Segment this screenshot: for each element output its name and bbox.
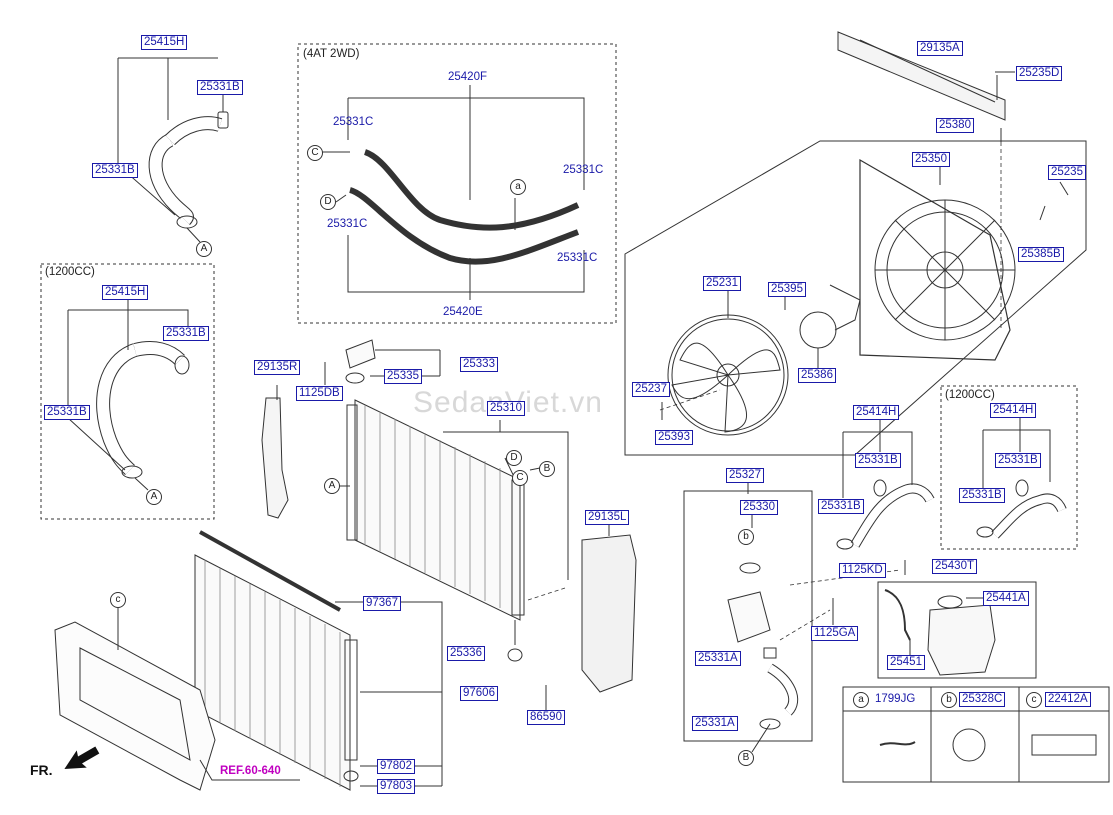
- part-25331C[interactable]: 25331C: [557, 252, 598, 264]
- part-25231[interactable]: 25231: [703, 276, 741, 291]
- reference-label[interactable]: REF.60-640: [220, 765, 281, 777]
- part-25336[interactable]: 25336: [447, 646, 485, 661]
- group-box-1200-left: [40, 263, 215, 520]
- part-25393[interactable]: 25393: [655, 430, 693, 445]
- part-86590[interactable]: 86590: [527, 710, 565, 725]
- part-25331B[interactable]: 25331B: [163, 326, 209, 341]
- callout-C: C: [512, 470, 528, 486]
- callout-D: D: [320, 194, 336, 210]
- part-25327[interactable]: 25327: [726, 468, 764, 483]
- group-box-4at: [297, 43, 617, 324]
- part-25414H[interactable]: 25414H: [990, 403, 1037, 418]
- part-25331C[interactable]: 25331C: [563, 164, 604, 176]
- part-25331B[interactable]: 25331B: [995, 453, 1041, 468]
- callout-C: C: [307, 145, 323, 161]
- part-25331A[interactable]: 25331A: [695, 651, 741, 666]
- front-direction-label: FR.: [30, 762, 53, 778]
- part-97802[interactable]: 97802: [377, 759, 415, 774]
- part-97606[interactable]: 97606: [460, 686, 498, 701]
- part-25451[interactable]: 25451: [887, 655, 925, 670]
- callout-A: A: [146, 489, 162, 505]
- part-29135A[interactable]: 29135A: [917, 41, 963, 56]
- part-25350[interactable]: 25350: [912, 152, 950, 167]
- part-97803[interactable]: 97803: [377, 779, 415, 794]
- part-25330[interactable]: 25330: [740, 500, 778, 515]
- legend-part-a[interactable]: 1799JG: [875, 693, 916, 705]
- part-25331B[interactable]: 25331B: [959, 488, 1005, 503]
- part-25420F[interactable]: 25420F: [448, 71, 488, 83]
- part-25331C[interactable]: 25331C: [333, 116, 374, 128]
- group-box-fan: [624, 140, 1087, 456]
- callout-c: c: [110, 592, 126, 608]
- part-1125GA[interactable]: 1125GA: [811, 626, 859, 641]
- part-25380[interactable]: 25380: [936, 118, 974, 133]
- legend-letter-c: c: [1026, 692, 1042, 708]
- part-1125DB[interactable]: 1125DB: [296, 386, 343, 401]
- callout-B: B: [738, 750, 754, 766]
- part-25441A[interactable]: 25441A: [983, 591, 1029, 606]
- part-25385B[interactable]: 25385B: [1018, 247, 1064, 262]
- part-25333[interactable]: 25333: [460, 357, 498, 372]
- part-25386[interactable]: 25386: [798, 368, 836, 383]
- legend-part-b[interactable]: 25328C: [959, 692, 1006, 707]
- callout-A: A: [196, 241, 212, 257]
- part-25335[interactable]: 25335: [384, 369, 422, 384]
- part-25331B[interactable]: 25331B: [818, 499, 864, 514]
- part-25331B[interactable]: 25331B: [855, 453, 901, 468]
- part-25331B[interactable]: 25331B: [197, 80, 243, 95]
- part-25331B[interactable]: 25331B: [92, 163, 138, 178]
- group-label-1200-left: (1200CC): [45, 266, 95, 278]
- part-25415H[interactable]: 25415H: [102, 285, 149, 300]
- part-25420E[interactable]: 25420E: [443, 306, 483, 318]
- callout-A: A: [324, 478, 340, 494]
- callout-b: b: [738, 529, 754, 545]
- callout-a: a: [510, 179, 526, 195]
- part-25235[interactable]: 25235: [1048, 165, 1086, 180]
- part-25310[interactable]: 25310: [487, 401, 525, 416]
- part-29135L[interactable]: 29135L: [585, 510, 630, 525]
- legend-letter-a: a: [853, 692, 869, 708]
- group-label-4at: (4AT 2WD): [303, 48, 360, 60]
- part-25415H[interactable]: 25415H: [141, 35, 188, 50]
- part-25430T[interactable]: 25430T: [932, 559, 978, 574]
- part-29135R[interactable]: 29135R: [254, 360, 301, 375]
- part-25237[interactable]: 25237: [632, 382, 670, 397]
- part-25331B[interactable]: 25331B: [44, 405, 90, 420]
- legend-letter-b: b: [941, 692, 957, 708]
- part-25235D[interactable]: 25235D: [1016, 66, 1063, 81]
- group-box-reservoir: [877, 581, 1037, 679]
- part-97367[interactable]: 97367: [363, 596, 401, 611]
- group-box-1200-right: [940, 385, 1078, 550]
- part-25331C[interactable]: 25331C: [327, 218, 368, 230]
- part-25395[interactable]: 25395: [768, 282, 806, 297]
- group-label-1200-right: (1200CC): [945, 389, 995, 401]
- legend-table: [842, 686, 1110, 783]
- legend-part-c[interactable]: 22412A: [1045, 692, 1091, 707]
- part-25414H[interactable]: 25414H: [853, 405, 900, 420]
- part-25331A[interactable]: 25331A: [692, 716, 738, 731]
- part-1125KD[interactable]: 1125KD: [839, 563, 886, 578]
- callout-B: B: [539, 461, 555, 477]
- callout-D: D: [506, 450, 522, 466]
